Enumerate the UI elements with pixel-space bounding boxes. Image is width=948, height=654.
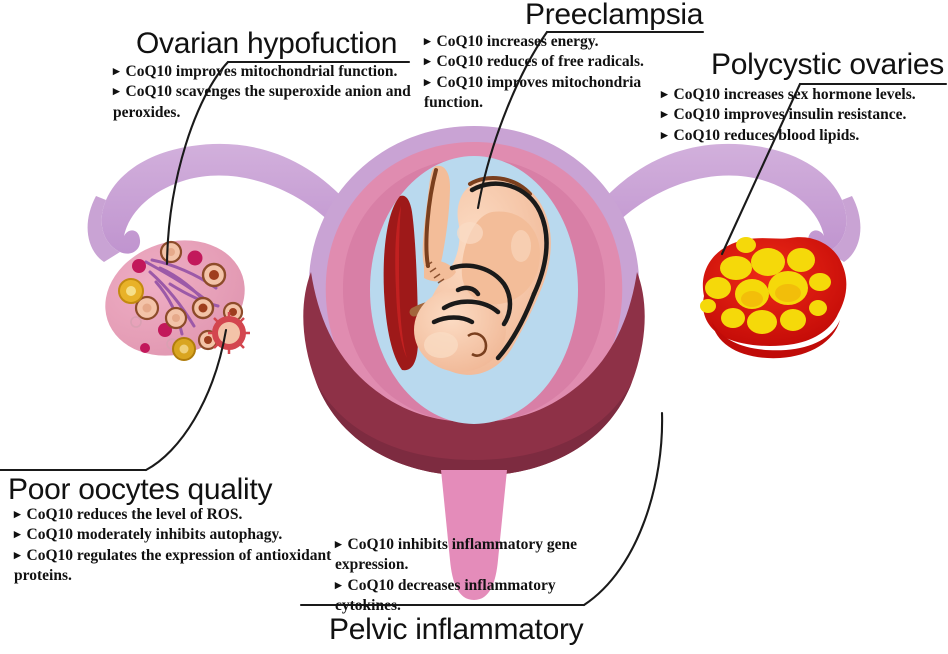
bullets-pelvic-inflammatory: CoQ10 inhibits inflammatory gene express…: [335, 535, 625, 617]
label-poor-oocytes-quality: Poor oocytes quality: [8, 473, 273, 506]
bullet-item: CoQ10 improves mitochondria function.: [424, 73, 684, 114]
bullets-poor-oocytes-quality: CoQ10 reduces the level of ROS. CoQ10 mo…: [14, 505, 334, 587]
bullet-item: CoQ10 decreases inflammatory cytokines.: [335, 576, 625, 617]
bullet-item: CoQ10 increases sex hormone levels.: [661, 85, 948, 105]
placenta: [383, 195, 418, 371]
ovary-normal-left: [105, 240, 250, 361]
label-pelvic-inflammatory: Pelvic inflammatory: [329, 613, 584, 646]
mature-follicle: [208, 312, 250, 354]
bullet-item: CoQ10 reduces the level of ROS.: [14, 505, 334, 525]
myometrium: [303, 272, 645, 476]
fetus: [414, 165, 551, 375]
polycystic-ovary-right: [700, 237, 847, 359]
leader-oocytes-curve: [144, 328, 228, 472]
ovarian-follicles: [118, 240, 250, 361]
bullet-item: CoQ10 improves mitochondrial function.: [113, 62, 413, 82]
fallopian-tube-left: [87, 143, 345, 262]
ovarian-cysts: [700, 237, 831, 334]
bullets-preeclampsia: CoQ10 increases energy. CoQ10 reduces of…: [424, 32, 684, 114]
label-ovarian-hypofuction: Ovarian hypofuction: [136, 27, 398, 60]
corpus-luteum: [118, 278, 196, 361]
bullet-item: CoQ10 reduces of free radicals.: [424, 52, 684, 72]
bullet-item: CoQ10 moderately inhibits autophagy.: [14, 525, 334, 545]
bullet-item: CoQ10 improves insulin resistance.: [661, 105, 948, 125]
bullet-item: CoQ10 inhibits inflammatory gene express…: [335, 535, 625, 576]
bullets-ovarian-hypofuction: CoQ10 improves mitochondrial function. C…: [113, 62, 413, 123]
bullet-item: CoQ10 regulates the expression of antiox…: [14, 546, 334, 587]
bullets-polycystic-ovaries: CoQ10 increases sex hormone levels. CoQ1…: [661, 85, 948, 146]
bullet-item: CoQ10 increases energy.: [424, 32, 684, 52]
bullet-item: CoQ10 reduces blood lipids.: [661, 126, 948, 146]
fallopian-tube-right: [603, 143, 861, 262]
bullet-item: CoQ10 scavenges the superoxide anion and…: [113, 82, 413, 123]
label-polycystic-ovaries: Polycystic ovaries: [711, 48, 945, 81]
label-preeclampsia: Preeclampsia: [525, 0, 704, 31]
